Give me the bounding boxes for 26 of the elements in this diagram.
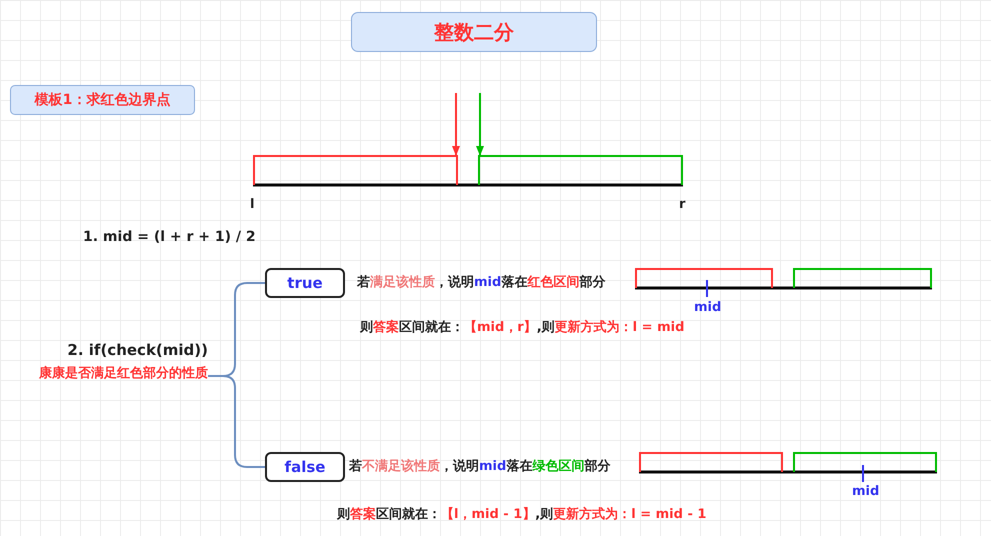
condition-text: 2. if(check(mid)) bbox=[66, 340, 208, 361]
interval-bar bbox=[793, 268, 932, 288]
branch-box: false bbox=[265, 452, 345, 482]
update-rule: 则答案区间就在：【l，mid - 1】,则更新方式为：l = mid - 1 bbox=[337, 507, 706, 523]
branch-explanation: 若满足该性质，说明mid落在红色区间部分 bbox=[357, 275, 606, 291]
mid-label: mid bbox=[694, 300, 722, 316]
branch-explanation: 若不满足该性质，说明mid落在绿色区间部分 bbox=[349, 459, 610, 475]
mid-label: mid bbox=[852, 484, 880, 500]
end-label: r bbox=[679, 197, 686, 213]
branch-box: true bbox=[265, 268, 345, 298]
connector bbox=[208, 375, 265, 468]
interval-bar bbox=[253, 155, 458, 185]
heading: 模板1：求红色边界点 bbox=[34, 91, 170, 109]
interval-bar bbox=[639, 452, 783, 472]
interval-bar bbox=[478, 155, 683, 185]
interval-bar bbox=[635, 268, 773, 288]
title-box bbox=[351, 12, 597, 52]
formula: 1. mid = (l + r + 1) / 2 bbox=[83, 229, 256, 245]
title: 整数二分 bbox=[434, 18, 514, 46]
arrow bbox=[476, 93, 484, 156]
condition-note: 康康是否满足红色部分的性质 bbox=[38, 364, 208, 383]
interval-bar bbox=[793, 452, 937, 472]
label-box bbox=[10, 85, 195, 115]
end-label: l bbox=[250, 197, 254, 213]
update-rule: 则答案区间就在：【mid，r】,则更新方式为：l = mid bbox=[360, 320, 684, 336]
arrow bbox=[452, 93, 460, 156]
